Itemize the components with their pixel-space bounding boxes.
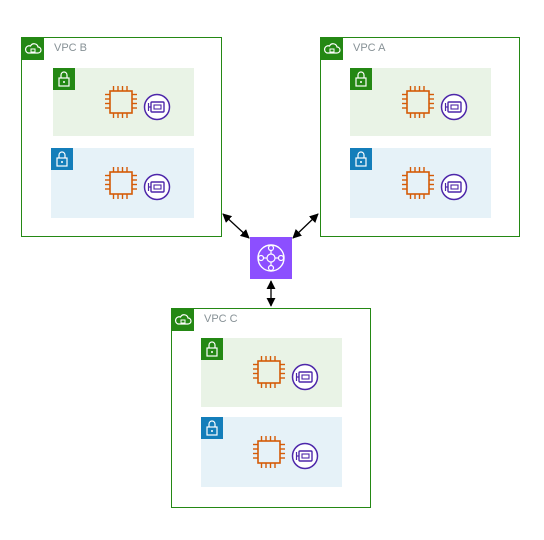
vpc-label: VPC C: [204, 313, 238, 325]
padlock-icon: [53, 68, 75, 90]
public-subnet: [53, 68, 194, 136]
elastic-network-interface-icon: [291, 363, 319, 391]
elastic-network-interface-icon: [291, 442, 319, 470]
elastic-network-interface-icon: [143, 173, 171, 201]
public-subnet: [201, 338, 342, 407]
vpc-c: VPC C: [171, 308, 371, 508]
padlock-icon: [201, 338, 223, 360]
vpc-b: VPC B: [21, 37, 222, 237]
padlock-icon: [350, 68, 372, 90]
padlock-icon: [350, 148, 372, 170]
padlock-icon: [201, 417, 223, 439]
vpc-cloud-lock-icon: [22, 38, 44, 60]
transit-gateway-icon: [250, 237, 292, 279]
vpc-label: VPC A: [353, 42, 386, 54]
ec2-instance-icon: [101, 82, 141, 122]
private-subnet: [201, 417, 342, 487]
elastic-network-interface-icon: [440, 93, 468, 121]
ec2-instance-icon: [398, 82, 438, 122]
arrow-vpc-b-to-tgw: [222, 213, 250, 239]
ec2-instance-icon: [398, 163, 438, 203]
elastic-network-interface-icon: [440, 173, 468, 201]
vpc-a: VPC A: [320, 37, 520, 237]
ec2-instance-icon: [249, 432, 289, 472]
elastic-network-interface-icon: [143, 93, 171, 121]
private-subnet: [51, 148, 194, 218]
private-subnet: [350, 148, 491, 218]
ec2-instance-icon: [101, 163, 141, 203]
padlock-icon: [51, 148, 73, 170]
public-subnet: [350, 68, 491, 136]
ec2-instance-icon: [249, 352, 289, 392]
vpc-label: VPC B: [54, 42, 88, 54]
vpc-cloud-lock-icon: [321, 38, 343, 60]
arrow-vpc-a-to-tgw: [292, 213, 319, 239]
vpc-cloud-lock-icon: [172, 309, 194, 331]
